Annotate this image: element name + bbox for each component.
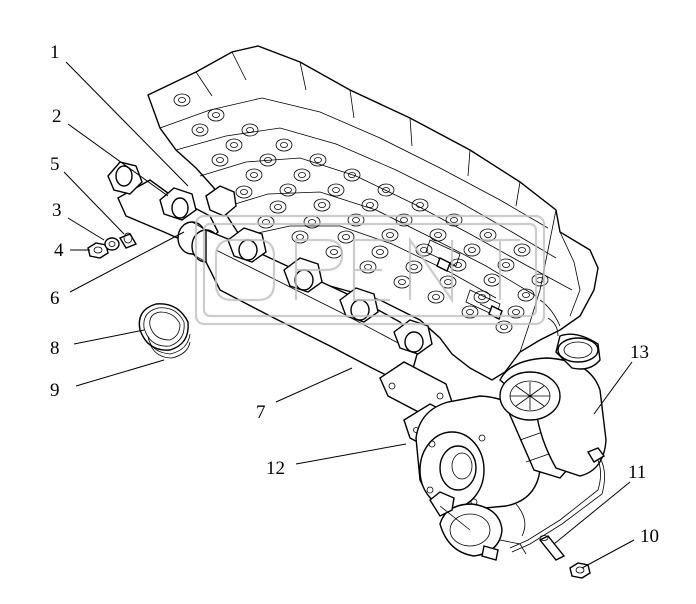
callout-11: 11 (628, 462, 646, 483)
exhaust-manifold (107, 161, 453, 419)
callout-10: 10 (640, 526, 659, 547)
clamp-rings (138, 303, 191, 359)
callout-3: 3 (52, 200, 62, 221)
callout-2: 2 (52, 106, 62, 127)
callout-4: 4 (54, 240, 64, 261)
callout-7: 7 (256, 402, 266, 423)
watermark-logo (194, 214, 546, 326)
callout-8: 8 (50, 338, 60, 359)
callout-5: 5 (50, 154, 60, 175)
leader-lines (63, 61, 635, 569)
turbocharger (415, 333, 607, 561)
callout-13: 13 (630, 342, 649, 363)
fasteners-left (87, 232, 138, 259)
fasteners-right (538, 535, 591, 579)
callout-6: 6 (50, 288, 60, 309)
cylinder-head (147, 45, 599, 381)
callout-9: 9 (50, 380, 60, 401)
callout-1: 1 (50, 42, 60, 63)
callout-12: 12 (266, 458, 285, 479)
callout-labels: 1 2 5 3 4 6 8 9 7 12 13 11 10 (50, 42, 659, 547)
